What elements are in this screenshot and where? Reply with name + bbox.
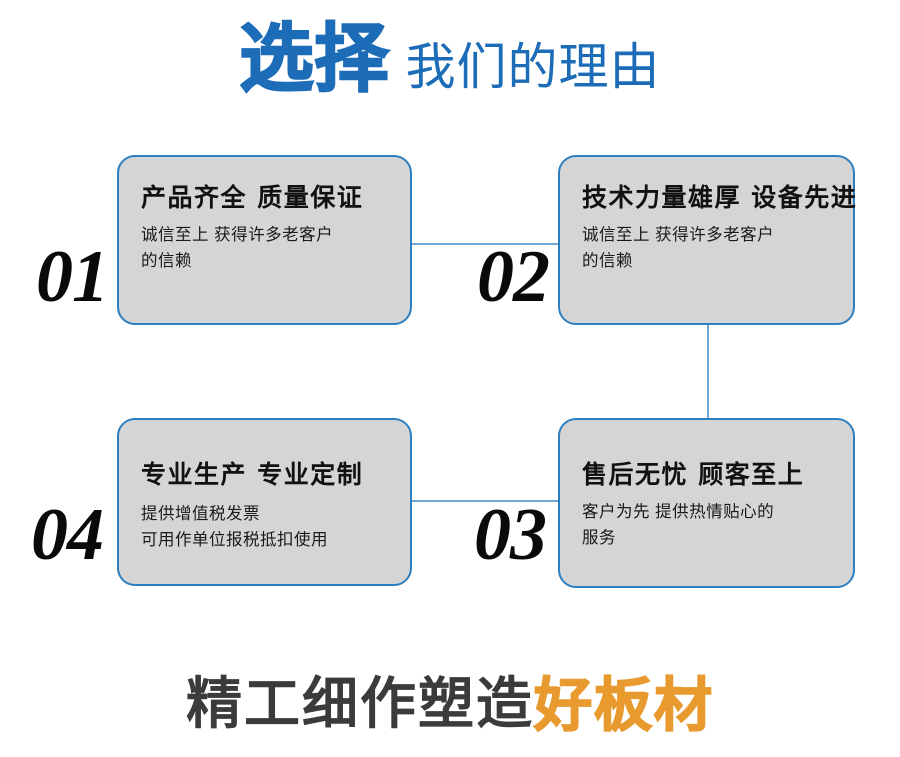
header-title-strong: 选择 <box>238 16 390 102</box>
feature-card-03[interactable]: 售后无忧 顾客至上 客户为先 提供热情贴心的 服务 <box>558 418 855 588</box>
page-footer: 精工细作塑造 好板材 <box>0 665 900 745</box>
card-number-04: 04 <box>31 494 104 576</box>
card-title-03: 售后无忧 顾客至上 <box>582 460 805 489</box>
card-body-line: 客户为先 提供热情贴心的 <box>582 503 775 521</box>
card-body-02: 诚信至上 获得许多老客户 的信赖 <box>582 223 835 274</box>
feature-card-04[interactable]: 专业生产 专业定制 提供增值税发票 可用作单位报税抵扣使用 <box>117 418 412 586</box>
feature-card-01[interactable]: 产品齐全 质量保证 诚信至上 获得许多老客户 的信赖 <box>117 155 412 325</box>
card-body-line: 服务 <box>582 528 616 547</box>
card-body-line: 的信赖 <box>582 251 633 270</box>
card-body-line: 诚信至上 获得许多老客户 <box>582 226 775 244</box>
card-body-03: 客户为先 提供热情贴心的 服务 <box>582 500 835 551</box>
card-body-line: 诚信至上 获得许多老客户 <box>141 226 334 244</box>
card-body-01: 诚信至上 获得许多老客户 的信赖 <box>141 223 392 274</box>
card-number-01: 01 <box>36 236 109 318</box>
card-number-03: 03 <box>474 494 547 576</box>
card-title-02: 技术力量雄厚 设备先进 <box>582 183 858 212</box>
feature-card-02[interactable]: 技术力量雄厚 设备先进 诚信至上 获得许多老客户 的信赖 <box>558 155 858 325</box>
card-body-line: 提供增值税发票 <box>141 505 260 523</box>
card-title-01: 产品齐全 质量保证 <box>141 183 364 212</box>
card-body-line: 的信赖 <box>141 251 192 270</box>
card-body-line: 可用作单位报税抵扣使用 <box>141 530 328 549</box>
card-number-02: 02 <box>477 236 550 318</box>
footer-text-accent: 好板材 <box>533 671 714 739</box>
header-title-light: 我们的理由 <box>405 39 661 95</box>
card-title-04: 专业生产 专业定制 <box>141 460 364 489</box>
footer-text-main: 精工细作塑造 <box>185 672 534 737</box>
card-body-04: 提供增值税发票 可用作单位报税抵扣使用 <box>141 502 392 553</box>
page-header: 选择 我们的理由 <box>0 16 900 117</box>
